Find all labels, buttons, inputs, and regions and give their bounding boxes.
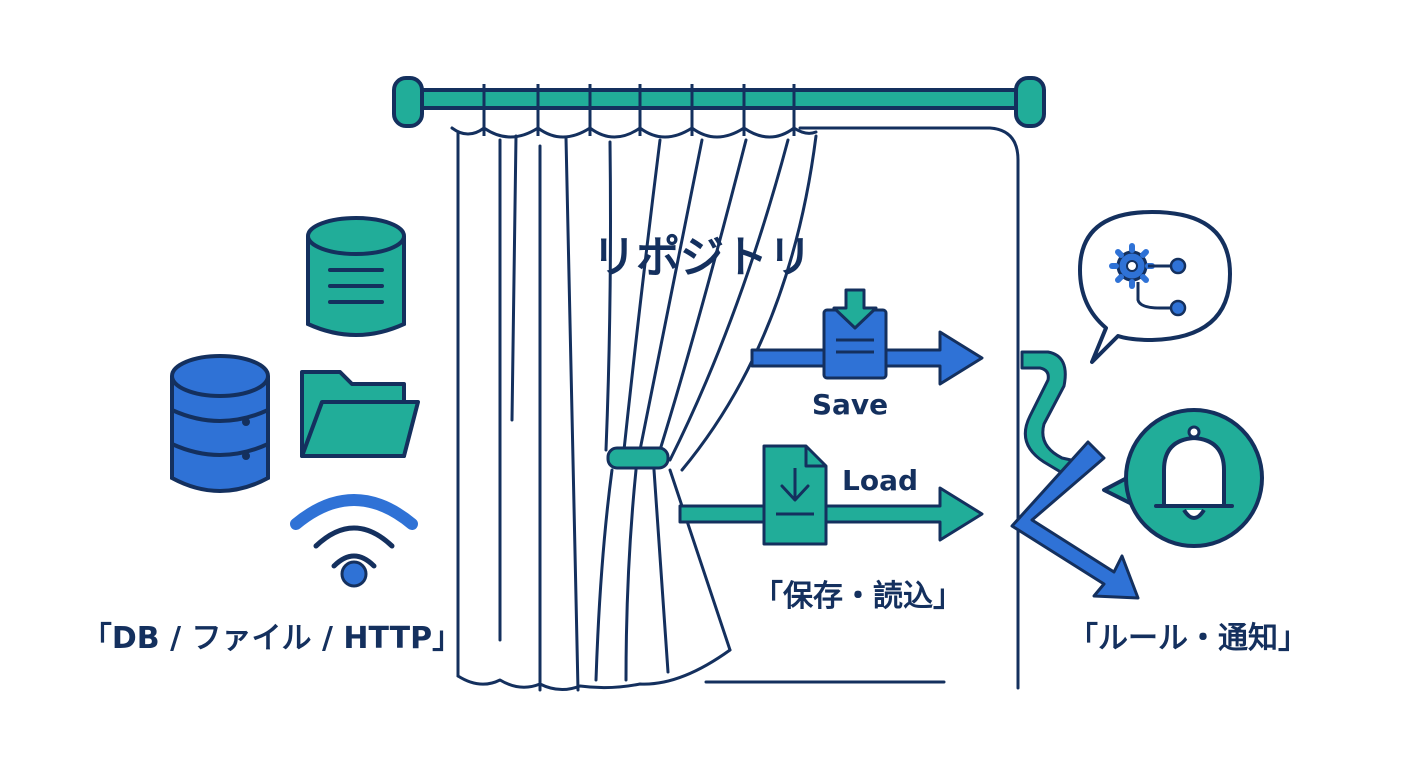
load-label: Load — [842, 464, 918, 497]
database-icon — [306, 216, 406, 337]
curtain-tieback — [606, 446, 670, 470]
right-caption: 「ルール・通知」 — [1068, 621, 1308, 656]
rules-arrow — [1010, 440, 1140, 600]
save-document-icon — [822, 288, 888, 380]
diagram-title: リポジトリ — [592, 232, 812, 283]
save-label: Save — [812, 388, 888, 421]
server-stack-icon — [170, 354, 270, 493]
connector-swoosh — [1020, 350, 1082, 476]
wifi-icon — [290, 494, 418, 588]
load-arrow — [678, 486, 984, 542]
curtain-icon — [450, 126, 1020, 692]
folder-icon — [300, 370, 420, 458]
load-document-icon — [762, 444, 828, 546]
bell-icon — [1102, 408, 1264, 548]
left-caption: 「DB / ファイル / HTTP」 — [82, 621, 462, 656]
workflow-gear-icon — [1078, 210, 1232, 364]
save-load-caption: 「保存・読込」 — [753, 579, 963, 614]
